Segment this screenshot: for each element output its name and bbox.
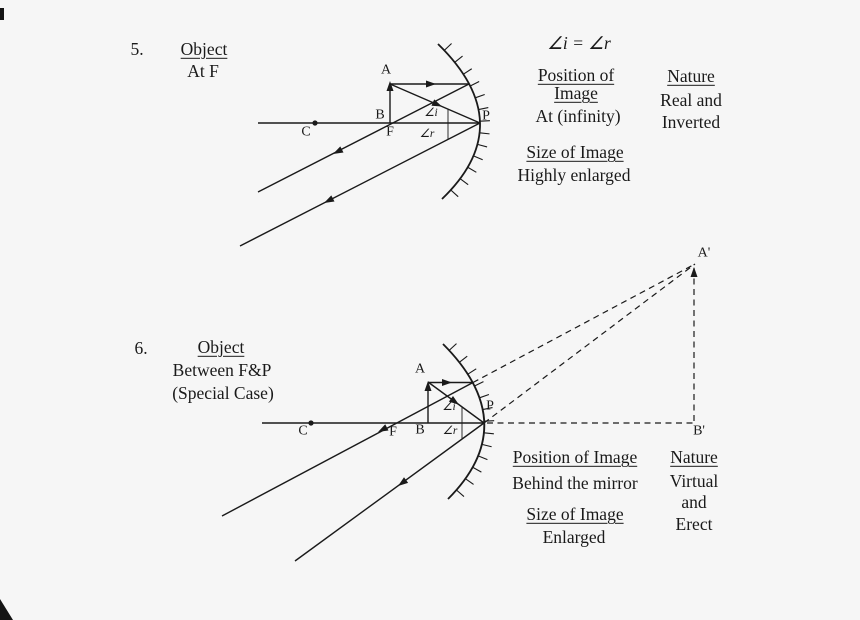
reflected-ray-from-pole	[294, 422, 485, 562]
case5-angle-r-label: ∠r	[419, 127, 435, 140]
case5-position-heading-line1: Position of	[537, 64, 615, 85]
case6-point-p-label: P	[486, 398, 494, 414]
case5-angle-equation: ∠i = ∠r	[547, 32, 611, 53]
case5-number: 5.	[130, 38, 144, 59]
case6-angle-r-label: ∠r	[442, 424, 458, 437]
mirror-hatch-tick	[443, 43, 452, 51]
reflected-ray-2-arrowhead	[324, 195, 335, 203]
mirror-hatch-tick	[483, 432, 494, 435]
mirror-hatch-tick	[459, 178, 469, 186]
mirror-hatch-tick	[482, 407, 493, 411]
case5-position-heading-line2: Image	[554, 82, 598, 103]
case6-nature-value-line3: Erect	[675, 513, 713, 534]
mirror-hatch-tick	[475, 93, 485, 99]
case6-position-heading: Position of Image	[512, 446, 638, 467]
case5-point-c-label: C	[301, 124, 311, 140]
mirror-hatch-tick	[448, 343, 457, 351]
case6-point-b-prime-label: B'	[693, 423, 705, 439]
virtual-image-arrow-tip	[690, 267, 698, 277]
case6-point-c-label: C	[298, 423, 308, 439]
reflected-ray-2-arrowhead	[398, 477, 409, 486]
case6-object-detail-line1: Between F&P	[172, 359, 272, 380]
case5-nature-value-line1: Real and	[660, 89, 722, 110]
mirror-hatch-tick	[467, 166, 477, 173]
mirror-hatch-tick	[463, 68, 473, 75]
case5-diagram	[239, 43, 490, 247]
mirror-hatch-tick	[459, 355, 468, 363]
case5-position-value: At (infinity)	[535, 105, 621, 126]
mirror-hatch-tick	[467, 368, 477, 375]
case6-angle-i-label: ∠i	[442, 400, 456, 413]
centre-of-curvature-dot	[308, 420, 314, 426]
mirror-hatch-tick	[450, 189, 459, 198]
concave-mirror-arc	[437, 43, 481, 200]
case6-point-f-label: F	[389, 424, 397, 440]
incident-ray-parallel-arrowhead	[426, 80, 436, 88]
case5-nature-value-line2: Inverted	[661, 111, 721, 132]
reflected-ray-from-pole	[239, 122, 481, 247]
mirror-hatch-tick	[473, 155, 483, 161]
case6-diagram	[221, 263, 698, 562]
case5-size-value: Highly enlarged	[517, 164, 631, 185]
case6-number: 6.	[134, 337, 148, 358]
mirror-hatching	[448, 343, 495, 497]
case6-point-a-label: A	[414, 361, 426, 377]
mirror-hatch-tick	[479, 132, 490, 135]
case5-object-detail: At F	[187, 60, 219, 81]
reflected-ray-through-f	[221, 381, 474, 517]
mirror-hatch-tick	[474, 381, 484, 387]
mirror-hatch-tick	[479, 394, 490, 399]
mirror-hatching	[443, 43, 490, 198]
case5-nature-heading: Nature	[667, 65, 715, 86]
case6-point-b-label: B	[415, 422, 425, 438]
concave-mirror-arc	[442, 343, 486, 500]
case5-angle-i-label: ∠i	[424, 106, 438, 119]
reflected-ray-1-arrowhead	[333, 146, 344, 154]
mirror-hatch-tick	[477, 143, 488, 148]
virtual-extension-ray-1	[472, 263, 696, 384]
case6-size-heading: Size of Image	[526, 503, 624, 524]
incident-ray-parallel-arrowhead	[442, 379, 452, 386]
case6-nature-value-line1: Virtual	[669, 470, 719, 491]
mirror-hatch-tick	[469, 81, 480, 87]
mirror-hatch-tick	[465, 478, 474, 485]
reflected-ray-through-f	[257, 83, 470, 193]
case5-point-f-label: F	[386, 124, 394, 140]
virtual-extension-ray-2	[483, 263, 696, 424]
case6-nature-heading: Nature	[670, 446, 718, 467]
case5-object-heading: Object	[180, 38, 228, 59]
case5-point-a-label: A	[380, 62, 392, 78]
mirror-hatch-tick	[456, 489, 465, 497]
case6-nature-value-line2: and	[681, 491, 707, 512]
mirror-hatch-tick	[478, 107, 489, 111]
case5-point-b-label: B	[375, 107, 385, 123]
mirror-hatch-tick	[472, 466, 482, 473]
edge-artifact-bottom-left	[0, 599, 13, 620]
object-arrow-tip	[424, 381, 432, 391]
reflected-ray-1-arrowhead	[378, 424, 389, 432]
mirror-hatch-tick	[477, 455, 488, 461]
case5-size-heading: Size of Image	[526, 141, 624, 162]
case6-object-detail-line2: (Special Case)	[172, 382, 274, 403]
case6-object-heading: Object	[197, 336, 245, 357]
incident-ray-to-pole-arrowhead	[448, 395, 459, 405]
case6-size-value: Enlarged	[542, 526, 606, 547]
case5-point-p-label: P	[482, 108, 490, 124]
case6-position-value: Behind the mirror	[512, 472, 638, 493]
centre-of-curvature-dot	[312, 120, 318, 126]
mirror-hatch-tick	[481, 443, 492, 448]
edge-artifact-top-left	[0, 8, 4, 20]
case6-point-a-prime-label: A'	[697, 245, 711, 261]
mirror-hatch-tick	[454, 55, 463, 63]
object-arrow-tip	[386, 81, 394, 91]
